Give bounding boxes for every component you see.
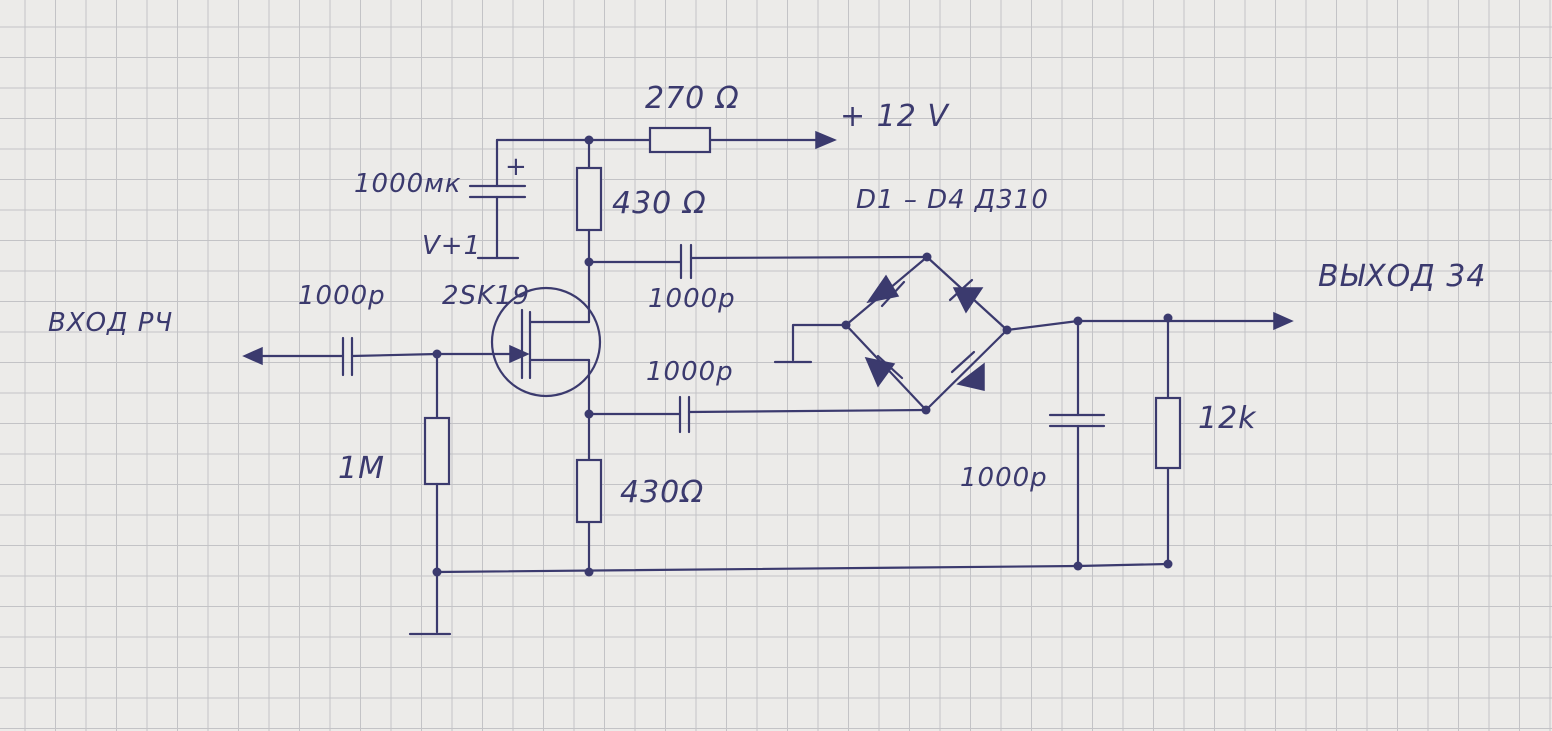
label-270-ohm: 270 Ω <box>645 81 740 116</box>
label-output-capacitor: 1000р <box>960 463 1048 493</box>
label-supply-voltage: + 12 V <box>840 99 950 134</box>
label-gate-resistor: 1M <box>338 451 385 486</box>
label-source-resistor: 430Ω <box>620 475 704 510</box>
label-diodes: D1 – D4 Д310 <box>856 185 1049 215</box>
input-capacitor <box>341 336 439 377</box>
label-output: ВЫХОД 34 <box>1318 259 1486 294</box>
gate-resistor <box>408 352 452 636</box>
junction-dots <box>432 135 1173 577</box>
electrolytic-capacitor <box>468 138 527 260</box>
input-arrow <box>242 346 345 366</box>
supply-rail <box>495 130 837 150</box>
resistor-270-ohm <box>648 126 712 154</box>
label-capacitor-ground: V+1 <box>422 231 481 261</box>
output-capacitor <box>1048 319 1106 568</box>
label-source-capacitor: 1000р <box>646 357 734 387</box>
output-line <box>1005 311 1294 332</box>
label-transistor: 2SK19 <box>442 281 530 311</box>
load-resistor <box>1154 316 1182 566</box>
label-load-resistor: 12k <box>1198 401 1257 436</box>
diode-bridge <box>773 255 1009 412</box>
ground-rail <box>435 562 1170 574</box>
label-input: ВХОД РЧ <box>48 308 173 338</box>
transistor-2sk19 <box>435 286 602 572</box>
label-drain-capacitor: 1000р <box>648 284 736 314</box>
source-coupling-capacitor <box>587 395 928 434</box>
source-resistor <box>575 458 603 524</box>
label-drain-resistor: 430 Ω <box>612 186 707 221</box>
label-input-capacitor: 1000р <box>298 281 386 311</box>
label-electrolytic-capacitor: 1000мк <box>354 169 462 199</box>
drain-resistor <box>575 138 603 324</box>
drain-coupling-capacitor <box>587 243 929 280</box>
label-capacitor-plus: + <box>505 152 528 182</box>
